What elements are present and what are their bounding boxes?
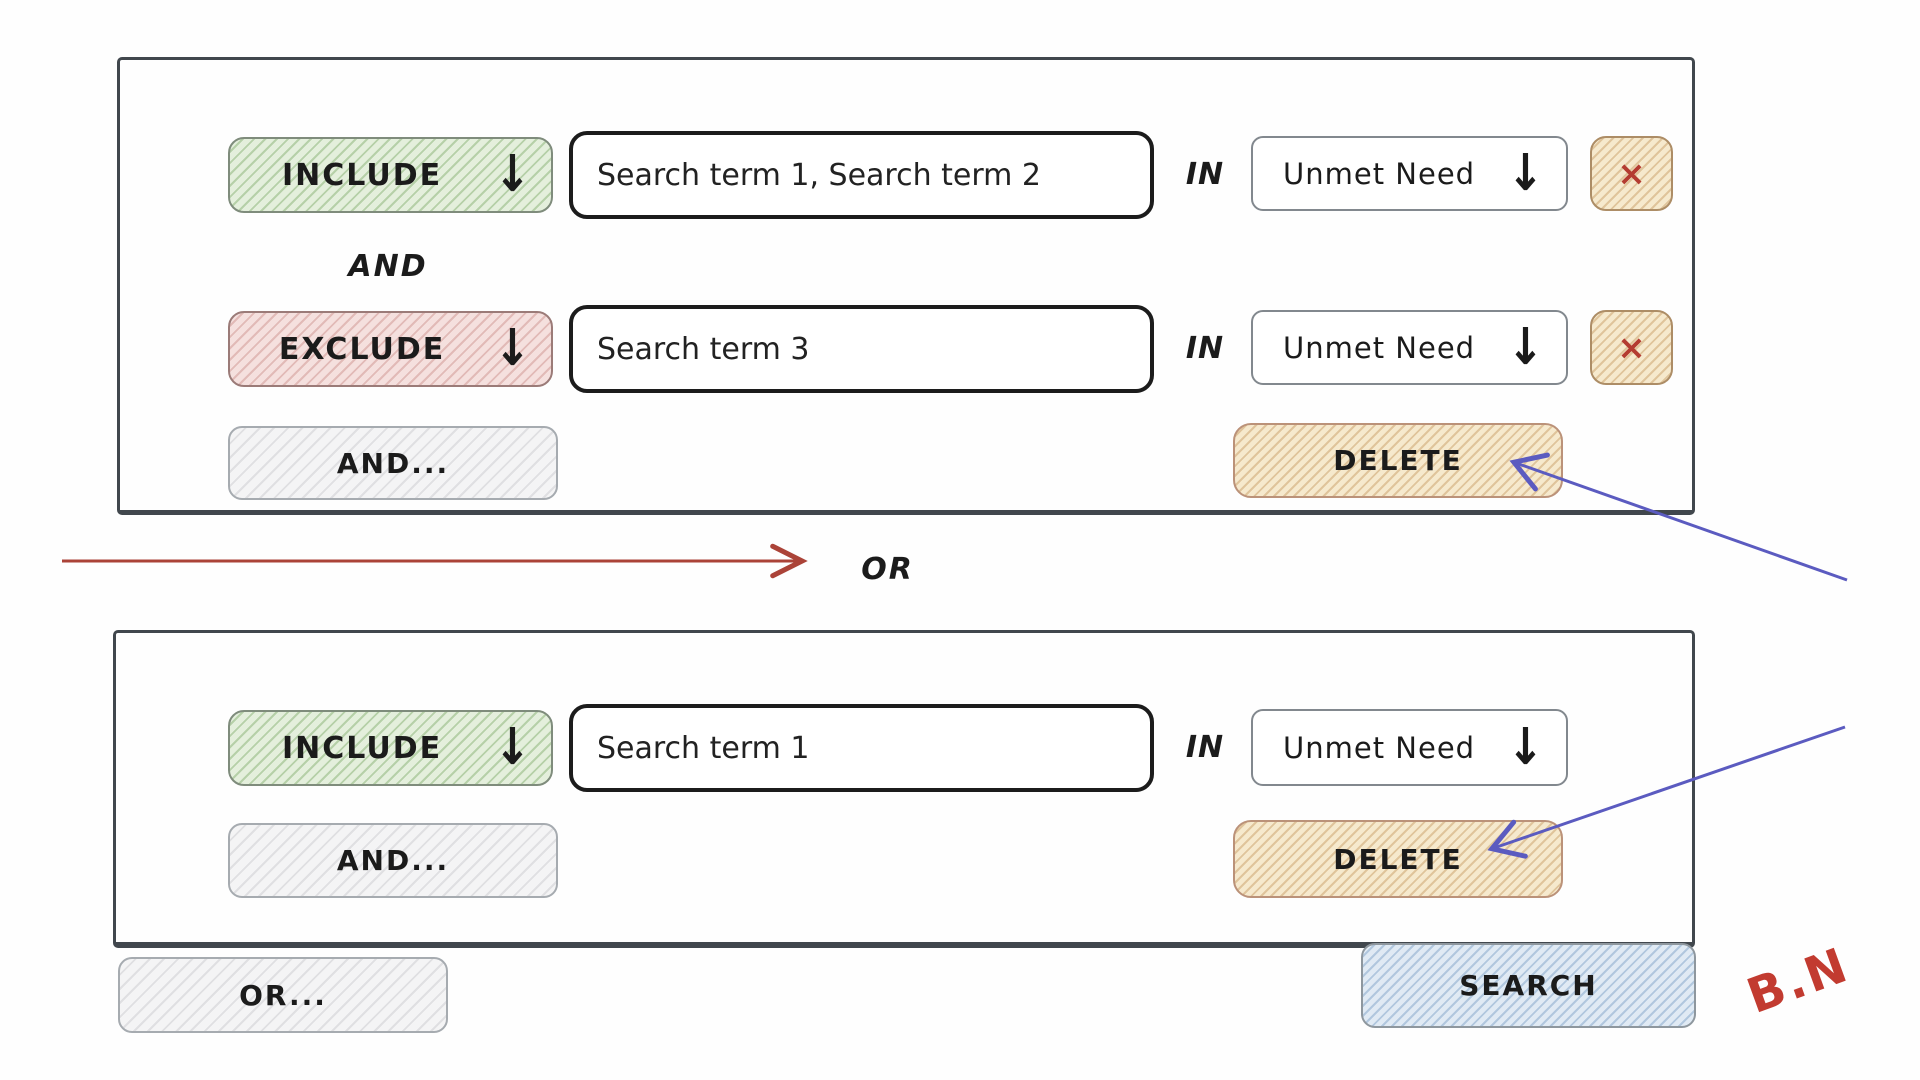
- chevron-down-icon: ↓: [494, 145, 533, 204]
- chevron-down-icon: ↓: [1507, 717, 1544, 777]
- field-dropdown[interactable]: Unmet Need ↓: [1251, 709, 1568, 786]
- field-label: Unmet Need: [1283, 730, 1476, 765]
- search-terms-input[interactable]: [569, 131, 1154, 219]
- search-terms-input[interactable]: [569, 704, 1154, 792]
- remove-row-button[interactable]: ×: [1590, 136, 1673, 211]
- signature: B.N: [1739, 936, 1857, 1025]
- search-terms-input[interactable]: [569, 305, 1154, 393]
- operator-label: INCLUDE: [282, 157, 443, 193]
- chevron-down-icon: ↓: [494, 718, 533, 777]
- in-label: IN: [1185, 730, 1225, 765]
- field-label: Unmet Need: [1283, 156, 1476, 191]
- chevron-down-icon: ↓: [494, 319, 533, 378]
- x-icon: ×: [1617, 327, 1646, 368]
- x-icon: ×: [1617, 153, 1646, 194]
- remove-row-button[interactable]: ×: [1590, 310, 1673, 385]
- in-label: IN: [1185, 331, 1225, 366]
- in-label: IN: [1185, 157, 1225, 192]
- delete-group-button[interactable]: DELETE: [1233, 820, 1563, 898]
- add-group-button[interactable]: OR...: [118, 957, 448, 1033]
- chevron-down-icon: ↓: [1507, 317, 1544, 377]
- operator-dropdown[interactable]: INCLUDE ↓: [228, 710, 553, 786]
- operator-dropdown[interactable]: EXCLUDE ↓: [228, 311, 553, 387]
- field-dropdown[interactable]: Unmet Need ↓: [1251, 136, 1568, 211]
- field-label: Unmet Need: [1283, 330, 1476, 365]
- operator-label: INCLUDE: [282, 730, 443, 766]
- chevron-down-icon: ↓: [1507, 143, 1544, 203]
- add-condition-button[interactable]: AND...: [228, 823, 558, 898]
- and-connector-label: AND: [348, 249, 428, 284]
- search-button[interactable]: SEARCH: [1361, 943, 1696, 1028]
- field-dropdown[interactable]: Unmet Need ↓: [1251, 310, 1568, 385]
- operator-label: EXCLUDE: [278, 331, 446, 367]
- or-connector-label: OR: [861, 552, 914, 587]
- operator-dropdown[interactable]: INCLUDE ↓: [228, 137, 553, 213]
- delete-group-button[interactable]: DELETE: [1233, 423, 1563, 498]
- query-group-2: INCLUDE ↓ IN Unmet Need ↓ AND... DELETE: [113, 630, 1695, 948]
- add-condition-button[interactable]: AND...: [228, 426, 558, 500]
- query-group-1: INCLUDE ↓ IN Unmet Need ↓ × AND EXCLUDE …: [117, 57, 1695, 515]
